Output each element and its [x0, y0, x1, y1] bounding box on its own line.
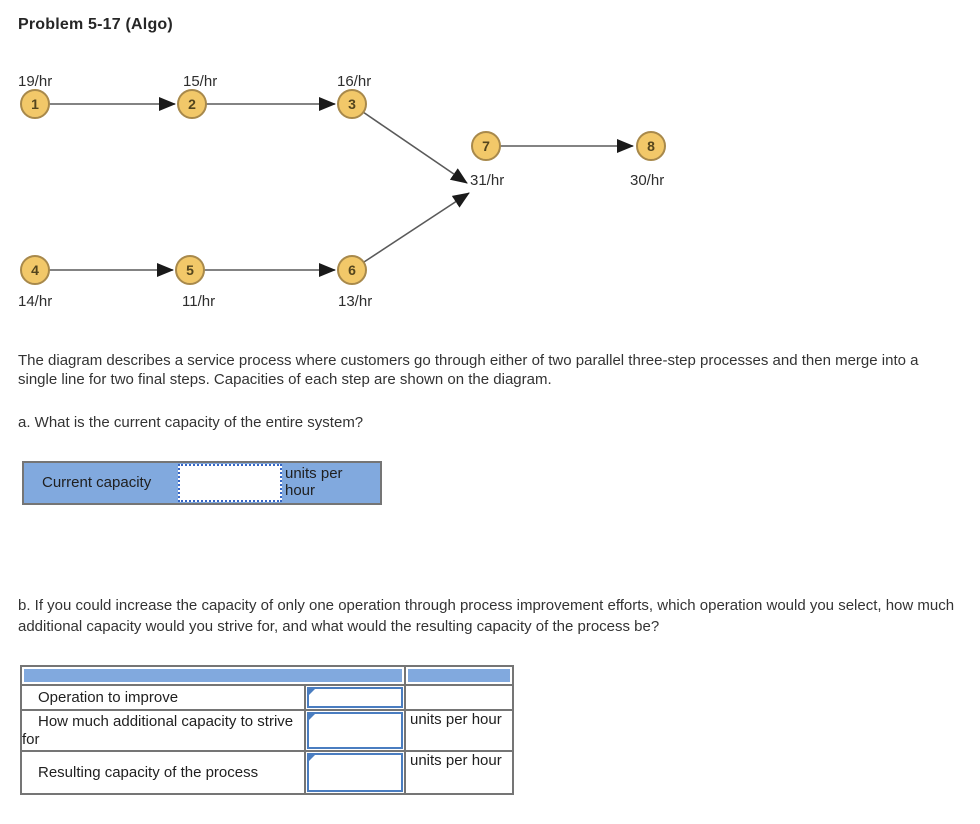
- answer-box: [307, 712, 403, 749]
- row-unit-operation: [404, 684, 514, 711]
- node-6-number: 6: [348, 262, 356, 278]
- node-8: 8: [636, 131, 666, 161]
- node-2-rate-label: 15/hr: [183, 73, 217, 90]
- node-1: 1: [20, 89, 50, 119]
- node-1-number: 1: [31, 96, 39, 112]
- node-7: 7: [471, 131, 501, 161]
- row-unit-resulting-capacity: units per hour: [404, 750, 514, 795]
- table-header-fill: [408, 669, 510, 682]
- problem-description: The diagram describes a service process …: [18, 352, 919, 388]
- node-3-rate-label: 16/hr: [337, 73, 371, 90]
- node-3: 3: [337, 89, 367, 119]
- node-4: 4: [20, 255, 50, 285]
- node-5-rate-label: 11/hr: [182, 293, 215, 310]
- page-title: Problem 5-17 (Algo): [18, 16, 173, 33]
- question-b-prompt: b. If you could increase the capacity of…: [18, 597, 955, 635]
- node-5-number: 5: [186, 262, 194, 278]
- question-b-table: Operation to improve How much additional…: [20, 665, 514, 795]
- node-2: 2: [177, 89, 207, 119]
- row-label-resulting-capacity: Resulting capacity of the process: [20, 750, 306, 795]
- node-6: 6: [337, 255, 367, 285]
- answer-box: [307, 687, 403, 708]
- table-row-additional-capacity: How much additional capacity to strive f…: [20, 709, 514, 752]
- node-2-number: 2: [188, 96, 196, 112]
- node-4-rate-label: 14/hr: [18, 293, 52, 310]
- node-8-rate-label: 30/hr: [630, 172, 664, 189]
- node-4-number: 4: [31, 262, 39, 278]
- question-a-prompt: a. What is the current capacity of the e…: [18, 414, 364, 431]
- table-header-cell-left: [20, 665, 406, 686]
- node-3-number: 3: [348, 96, 356, 112]
- table-header-cell-right: [404, 665, 514, 686]
- row-unit-additional-capacity: units per hour: [404, 709, 514, 752]
- additional-capacity-input[interactable]: [309, 714, 401, 747]
- table-row-resulting-capacity: Resulting capacity of the process units …: [20, 750, 514, 795]
- table-header-fill: [24, 669, 402, 682]
- node-6-rate-label: 13/hr: [338, 293, 372, 310]
- edge-6-7: [363, 192, 470, 263]
- current-capacity-label: Current capacity: [42, 474, 152, 491]
- table-row-operation: Operation to improve: [20, 684, 514, 711]
- process-flow-diagram: 1 2 3 4 5 6 7 8 19/hr: [18, 73, 666, 310]
- answer-cell-additional-capacity: [304, 709, 406, 752]
- node-5: 5: [175, 255, 205, 285]
- node-8-number: 8: [647, 138, 655, 154]
- row-label-additional-capacity: How much additional capacity to strive f…: [20, 709, 306, 752]
- node-7-rate-label: 31/hr: [470, 172, 504, 189]
- resulting-capacity-input[interactable]: [309, 755, 401, 790]
- table-header-row: [20, 665, 514, 686]
- current-capacity-panel: Current capacity units per hour: [22, 461, 382, 505]
- operation-to-improve-input[interactable]: [309, 689, 401, 706]
- current-capacity-input[interactable]: [178, 464, 282, 502]
- answer-cell-resulting-capacity: [304, 750, 406, 795]
- answer-box: [307, 753, 403, 792]
- node-1-rate-label: 19/hr: [18, 73, 52, 90]
- current-capacity-input-wrap: [178, 464, 282, 502]
- current-capacity-unit: units per hour: [285, 465, 343, 499]
- answer-cell-operation: [304, 684, 406, 711]
- row-label-operation: Operation to improve: [20, 684, 306, 711]
- edge-3-7: [362, 111, 468, 184]
- node-7-number: 7: [482, 138, 490, 154]
